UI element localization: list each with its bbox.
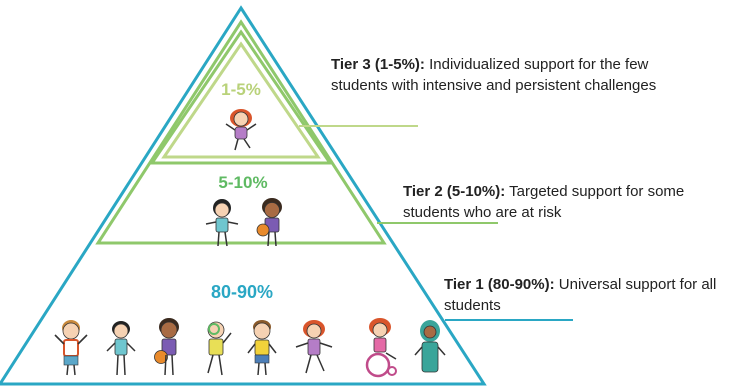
tier2-description: Tier 2 (5-10%): Targeted support for som…	[403, 181, 703, 223]
pyramid-innermost-outline	[161, 41, 321, 159]
tier2-percentage: 5-10%	[218, 173, 267, 192]
pyramid-outer-outline	[0, 5, 487, 386]
pyramid-middle-outline	[95, 19, 387, 245]
tier3-title: Tier 3 (1-5%):	[331, 56, 425, 73]
tier1-title: Tier 1 (80-90%):	[444, 276, 555, 293]
figure-girl-hijab-tier1	[414, 320, 446, 373]
figure-boy-basketball-tier1	[154, 318, 179, 376]
figure-girl-red-hair-tier1	[295, 320, 333, 374]
tier1-description: Tier 1 (80-90%): Universal support for a…	[444, 274, 754, 316]
figure-girl-wheelchair-tier1	[365, 318, 397, 378]
figure-girl-black-hair-tier2	[205, 199, 239, 247]
tier3-description: Tier 3 (1-5%): Individualized support fo…	[331, 54, 661, 96]
figure-kid-magnifier-tier1	[207, 321, 232, 376]
pyramid-inner-outline	[149, 29, 333, 165]
figure-boy-flexing-tier1	[54, 320, 88, 376]
tier1-text: Universal support for all students	[444, 276, 717, 314]
figure-girl-red-hair-tier3	[225, 109, 257, 151]
figure-boy-yellow-shirt-tier1	[247, 320, 277, 376]
tier1-percentage: 80-90%	[211, 282, 273, 302]
tier2-title: Tier 2 (5-10%):	[403, 183, 506, 200]
figure-boy-basketball-tier2	[256, 198, 282, 247]
tier3-percentage: 1-5%	[221, 80, 261, 99]
tier2-text: Targeted support for some students who a…	[403, 183, 685, 221]
figure-girl-ponytail-tier1	[106, 321, 136, 376]
tier3-text: Individualized support for the few stude…	[331, 56, 657, 94]
